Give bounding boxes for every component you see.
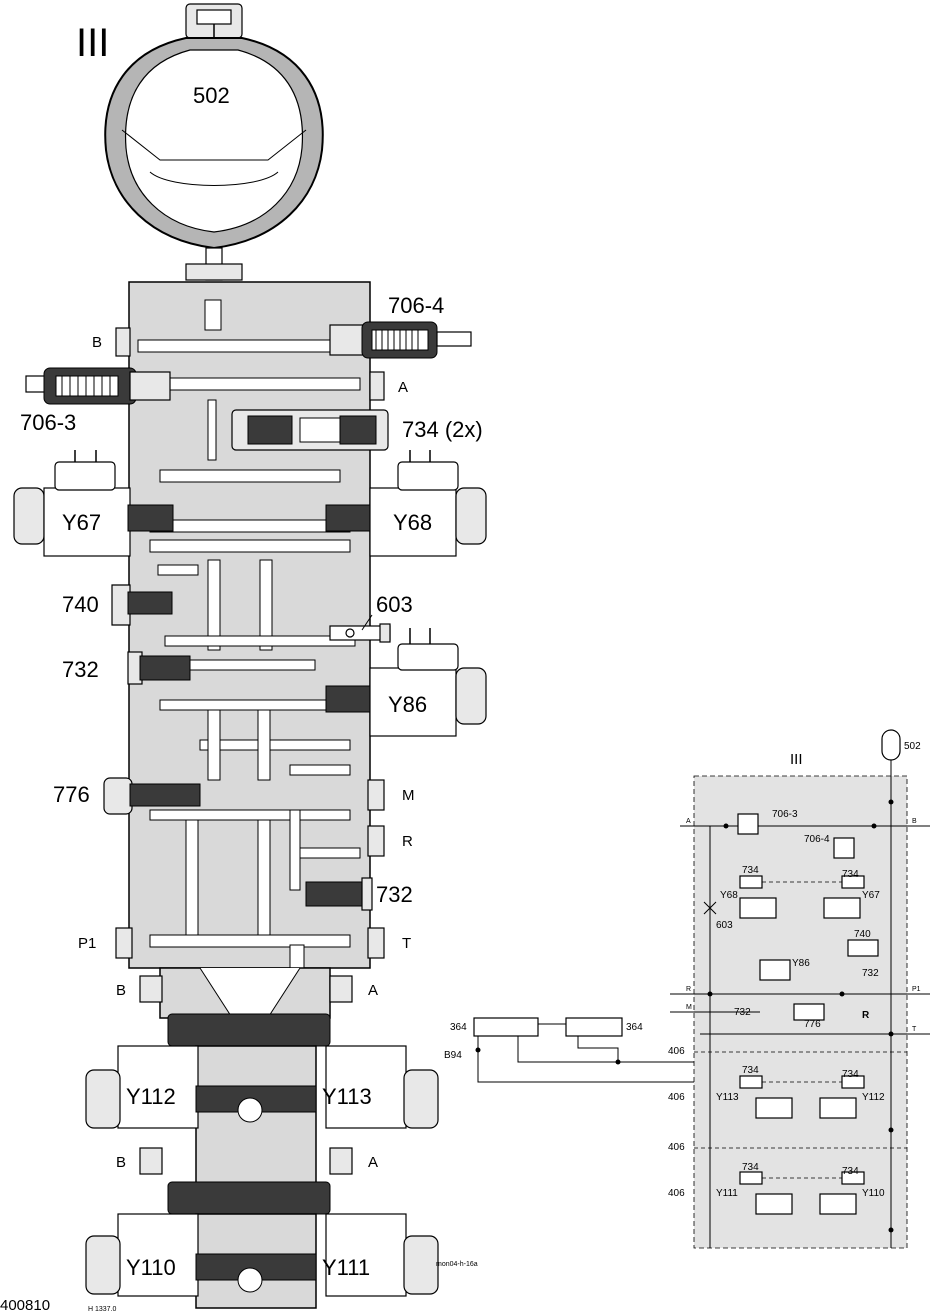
label-y86: Y86 — [388, 692, 427, 717]
port-fitting-m — [367, 779, 385, 811]
schem-label-406-2: 406 — [668, 1092, 685, 1103]
schem-label-732-right: 732 — [862, 968, 879, 979]
valve-732-left — [127, 651, 191, 685]
label-706-4: 706-4 — [388, 293, 444, 318]
valve-603 — [329, 614, 391, 643]
lower-section-2 — [85, 1213, 439, 1309]
schem-label-706-4: 706-4 — [804, 834, 830, 845]
accumulator-502 — [104, 3, 324, 281]
port-fitting-t — [367, 927, 385, 959]
label-y68: Y68 — [393, 510, 432, 535]
label-port-a-top: A — [398, 379, 408, 396]
label-740: 740 — [62, 592, 99, 617]
label-port-a-mid: A — [368, 982, 378, 999]
label-603: 603 — [376, 592, 413, 617]
port-fitting-r — [367, 825, 385, 857]
valve-732-right — [305, 877, 373, 911]
port-fitting-b-top — [115, 327, 131, 357]
label-732-left: 732 — [62, 657, 99, 682]
relief-valve-706-4 — [329, 321, 472, 359]
schem-label-734-l1: 734 — [742, 865, 759, 876]
label-502: 502 — [193, 83, 230, 108]
label-y110: Y110 — [126, 1255, 176, 1280]
solenoid-y86 — [325, 628, 487, 737]
label-port-b-low: B — [116, 1154, 126, 1171]
schem-label-734-l3: 734 — [742, 1162, 759, 1173]
schem-label-y112: Y112 — [862, 1092, 885, 1103]
schem-accumulator — [881, 729, 901, 761]
schem-label-364-right: 364 — [626, 1022, 643, 1033]
schem-label-603: 603 — [716, 920, 733, 931]
schem-label-706-3: 706-3 — [772, 809, 798, 820]
schem-label-406-4: 406 — [668, 1188, 685, 1199]
label-port-r: R — [402, 833, 413, 850]
solenoid-y67 — [13, 450, 174, 557]
section-numeral: III — [76, 21, 109, 65]
schem-port-m: M — [686, 1004, 692, 1011]
label-port-m: M — [402, 787, 415, 804]
schem-label-364-left: 364 — [450, 1022, 467, 1033]
label-port-a-low: A — [368, 1154, 378, 1171]
schem-label-y68: Y68 — [720, 890, 738, 901]
schem-label-776: 776 — [804, 1019, 821, 1030]
label-734-2x: 734 (2x) — [402, 417, 483, 442]
label-732-right: 732 — [376, 882, 413, 907]
schem-label-734-r2: 734 — [842, 1069, 859, 1080]
lower-section-1 — [85, 967, 439, 1215]
label-776: 776 — [53, 782, 90, 807]
schem-label-740: 740 — [854, 929, 871, 940]
schem-port-r: R — [686, 986, 691, 993]
label-y67: Y67 — [62, 510, 101, 535]
port-fitting-p1 — [115, 927, 133, 959]
label-port-p1: P1 — [78, 935, 96, 952]
schem-port-b: B — [912, 818, 917, 825]
solenoid-y68 — [325, 450, 487, 557]
label-port-t: T — [402, 935, 411, 952]
schem-label-y67: Y67 — [862, 890, 880, 901]
drawing-code: H 1337.0 — [88, 1306, 117, 1313]
schem-port-a: A — [686, 818, 691, 825]
check-valves-734 — [231, 409, 389, 451]
label-y113: Y113 — [322, 1084, 372, 1109]
port-fitting-a-top — [369, 371, 385, 401]
schem-label-734-r3: 734 — [842, 1166, 859, 1177]
valve-776 — [103, 777, 201, 815]
figure-number: 400810 — [0, 1297, 50, 1313]
schem-label-734-l2: 734 — [742, 1065, 759, 1076]
schem-label-406-1: 406 — [668, 1046, 685, 1057]
relief-valve-706-3 — [25, 367, 171, 405]
schem-label-734-r1: 734 — [842, 869, 859, 880]
label-y111: Y111 — [322, 1255, 370, 1280]
valve-740 — [111, 584, 173, 626]
schem-section-numeral: III — [790, 751, 803, 768]
schem-label-502: 502 — [904, 741, 921, 752]
schem-cylinder-left — [473, 1017, 539, 1037]
internal-passages — [137, 299, 361, 971]
valve-assembly-drawing: III 502 — [0, 3, 487, 1313]
schem-label-732-left: 732 — [734, 1007, 751, 1018]
label-port-b-top: B — [92, 334, 102, 351]
schem-port-t: T — [912, 1026, 917, 1033]
schem-cylinder-right — [565, 1017, 623, 1037]
label-706-3: 706-3 — [20, 410, 76, 435]
schem-port-p1: P1 — [912, 986, 921, 993]
hydraulic-schematic: III 502 A B 706-3 706-4 734 734 Y68 Y67 … — [444, 729, 930, 1249]
label-y112: Y112 — [126, 1084, 176, 1109]
schem-label-406-3: 406 — [668, 1142, 685, 1153]
schem-label-y113: Y113 — [716, 1092, 739, 1103]
label-port-b-mid: B — [116, 982, 126, 999]
schem-symbol-r: R — [862, 1010, 870, 1021]
schem-label-y111: Y111 — [716, 1188, 738, 1199]
schem-label-y110: Y110 — [862, 1188, 885, 1199]
schem-label-b94: B94 — [444, 1050, 462, 1061]
schem-label-y86: Y86 — [792, 958, 810, 969]
file-reference: mon04-h-16a — [436, 1261, 478, 1268]
